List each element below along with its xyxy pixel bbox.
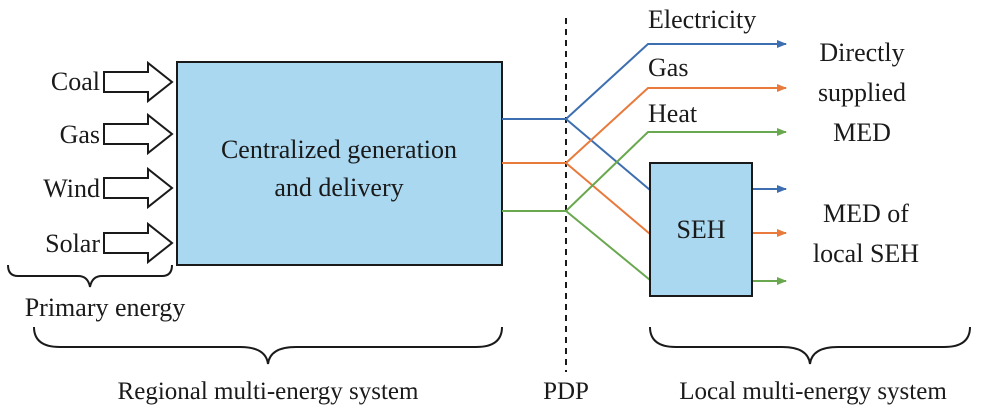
med-local-line1: MED of <box>823 199 909 228</box>
gas-to-seh-line <box>565 162 651 235</box>
directly-supplied-line2: supplied <box>818 78 906 107</box>
central-box-line2: and delivery <box>274 173 403 202</box>
seh-label: SEH <box>676 215 725 244</box>
primary-energy-brace <box>7 264 173 288</box>
carrier-label-heat: Heat <box>648 99 698 128</box>
local-label: Local multi-energy system <box>679 378 947 405</box>
gas-direct-line <box>502 84 787 164</box>
directly-supplied-line1: Directly <box>819 38 904 67</box>
med-local-line2: local SEH <box>813 239 919 268</box>
block-arrow-gas <box>103 112 174 156</box>
source-label-gas: Gas <box>60 120 100 149</box>
centralized-generation-box <box>176 61 503 266</box>
seh-box <box>649 162 753 297</box>
source-label-wind: Wind <box>43 174 100 203</box>
regional-label: Regional multi-energy system <box>118 378 419 405</box>
heat-direct-line <box>502 128 787 212</box>
block-arrow-wind <box>103 166 174 210</box>
carrier-label-electricity: Electricity <box>648 5 756 34</box>
source-label-solar: Solar <box>45 229 100 258</box>
pdp-label: PDP <box>543 378 589 405</box>
local-brace <box>649 326 971 365</box>
directly-supplied-line3: MED <box>833 118 891 147</box>
block-arrow-solar <box>103 221 174 265</box>
electricity-direct-line <box>502 40 787 120</box>
primary-energy-label: Primary energy <box>25 293 186 322</box>
block-arrow-coal <box>103 60 174 104</box>
regional-brace <box>33 326 503 365</box>
heat-to-seh-line <box>565 210 651 281</box>
source-label-coal: Coal <box>51 67 100 96</box>
electricity-to-seh-line <box>565 118 651 191</box>
carrier-label-gas: Gas <box>648 53 688 82</box>
central-box-line1: Centralized generation <box>221 135 457 164</box>
